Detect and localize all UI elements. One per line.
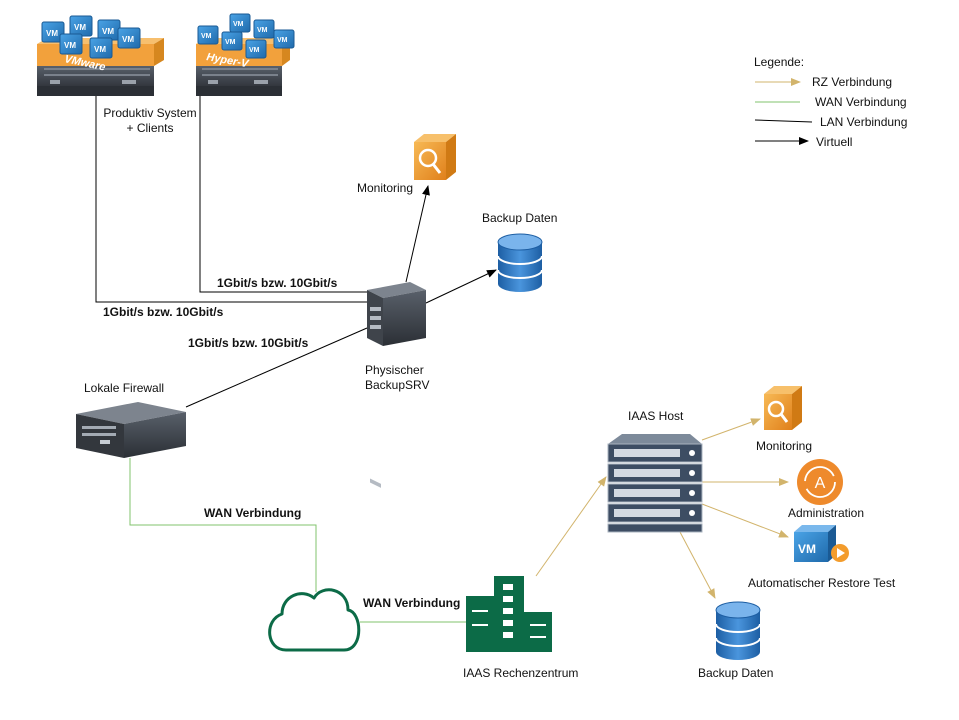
firewall-appliance-icon bbox=[76, 402, 186, 458]
svg-text:VM: VM bbox=[257, 27, 268, 34]
svg-text:VM: VM bbox=[233, 21, 244, 28]
svg-text:VM: VM bbox=[46, 29, 58, 38]
monitoring-icon bbox=[414, 134, 456, 180]
administration-glyph: A bbox=[815, 475, 826, 492]
svg-text:VM: VM bbox=[64, 41, 76, 50]
rz-arrow-restore bbox=[701, 503, 789, 538]
administration-label: Administration bbox=[788, 506, 865, 520]
svg-text:VM: VM bbox=[798, 542, 816, 556]
lan-line-vmware bbox=[95, 96, 367, 303]
lan-line-hyperv bbox=[199, 96, 367, 293]
legend-lan-label: LAN Verbindung bbox=[820, 115, 908, 129]
legend-wan-label: WAN Verbindung bbox=[815, 95, 907, 109]
legend-title: Legende: bbox=[754, 55, 805, 69]
lan-line-firewall bbox=[185, 327, 368, 408]
legend bbox=[754, 78, 813, 145]
hyperv-link-speed: 1Gbit/s bzw. 10Gbit/s bbox=[217, 276, 338, 290]
cloud-icon bbox=[268, 588, 361, 652]
backupsrv-label: Physischer BackupSRV bbox=[365, 363, 430, 392]
vmware-link-speed: 1Gbit/s bzw. 10Gbit/s bbox=[103, 305, 224, 319]
backup-daten-bottom-label: Backup Daten bbox=[698, 666, 774, 680]
virtual-arrow-monitoring bbox=[405, 185, 430, 283]
svg-text:VM: VM bbox=[74, 23, 86, 32]
datacenter-building-icon bbox=[466, 576, 552, 652]
database-icon bbox=[497, 233, 543, 292]
svg-text:VM: VM bbox=[277, 37, 288, 44]
monitoring-bottom-label: Monitoring bbox=[756, 439, 813, 453]
svg-text:VM: VM bbox=[225, 39, 236, 46]
backup-server-icon bbox=[367, 282, 426, 488]
wan-label-firewall-cloud: WAN Verbindung bbox=[204, 506, 302, 520]
monitoring-icon bbox=[764, 386, 802, 430]
hyperv-server-icon: Hyper-V VM VM VM VM VM VM bbox=[196, 13, 295, 96]
firewall-link-speed: 1Gbit/s bzw. 10Gbit/s bbox=[188, 336, 309, 350]
rz-arrow-host bbox=[535, 476, 607, 577]
vm-cube-icon: VM VM VM VM VM VM bbox=[197, 13, 295, 59]
rz-arrow-backup bbox=[679, 531, 716, 599]
legend-lan-swatch bbox=[754, 119, 813, 123]
monitoring-top-label: Monitoring bbox=[357, 181, 414, 195]
wan-line-firewall-cloud bbox=[129, 458, 317, 592]
database-icon bbox=[715, 601, 761, 660]
legend-virtual-label: Virtuell bbox=[816, 135, 853, 149]
wan-label-cloud-rz: WAN Verbindung bbox=[363, 596, 461, 610]
iaas-rechenzentrum-label: IAAS Rechenzentrum bbox=[463, 666, 579, 680]
svg-text:VM: VM bbox=[122, 35, 134, 44]
firewall-label: Lokale Firewall bbox=[84, 381, 165, 395]
rack-server-icon bbox=[607, 434, 703, 533]
legend-rz-label: RZ Verbindung bbox=[812, 75, 893, 89]
administration-icon: A bbox=[797, 459, 843, 505]
svg-text:VM: VM bbox=[249, 47, 260, 54]
svg-text:VM: VM bbox=[102, 27, 114, 36]
backup-daten-top-label: Backup Daten bbox=[482, 211, 558, 225]
vm-cube-icon: VM VM VM VM VM VM bbox=[41, 15, 141, 59]
virtual-arrow-backup bbox=[425, 269, 497, 304]
vmware-server-icon: VMware VM VM VM VM VM VM bbox=[37, 15, 164, 96]
svg-text:VM: VM bbox=[94, 45, 106, 54]
rz-arrow-monitoring bbox=[701, 418, 761, 441]
restore-test-label: Automatischer Restore Test bbox=[748, 576, 896, 590]
produktiv-system-label: Produktiv System + Clients bbox=[103, 106, 197, 135]
vm-restore-icon: VM bbox=[794, 525, 849, 562]
svg-text:VM: VM bbox=[201, 33, 212, 40]
iaas-host-label: IAAS Host bbox=[628, 409, 684, 423]
